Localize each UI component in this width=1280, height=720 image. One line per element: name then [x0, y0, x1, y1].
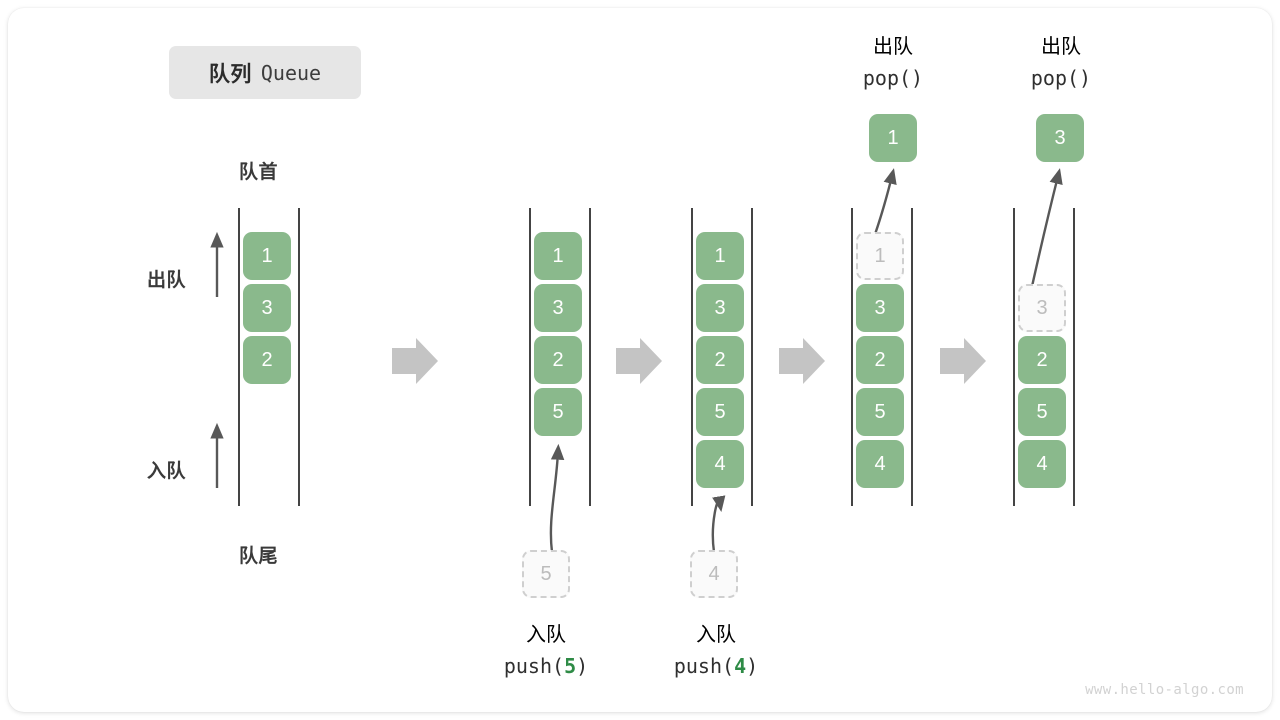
queue-element: 3 — [534, 284, 582, 332]
queue-element: 2 — [1018, 336, 1066, 384]
queue-tail-label: 队尾 — [239, 546, 279, 567]
column-5-rail-right — [1073, 208, 1075, 506]
column-5-rail-left — [1013, 208, 1015, 506]
diagram-card — [8, 8, 1272, 712]
push-4-code-post: ) — [746, 654, 759, 678]
push-4-operation-label: 入队 push(4) — [636, 620, 796, 682]
dequeue-label: 出队 — [147, 270, 187, 291]
push-5-code-post: ) — [576, 654, 589, 678]
queue-element: 2 — [243, 336, 291, 384]
column-2-rail-right — [589, 208, 591, 506]
pop-3-operation-cn: 出队 — [1041, 36, 1081, 58]
pop-1-operation-cn: 出队 — [873, 36, 913, 58]
outgoing-element-ghost: 1 — [856, 232, 904, 280]
queue-element: 5 — [534, 388, 582, 436]
outgoing-element-ghost: 3 — [1018, 284, 1066, 332]
push-5-operation-label: 入队 push(5) — [466, 620, 626, 682]
queue-element: 1 — [243, 232, 291, 280]
title-en: Queue — [260, 60, 322, 85]
queue-element: 3 — [856, 284, 904, 332]
queue-element: 5 — [1018, 388, 1066, 436]
queue-element: 3 — [696, 284, 744, 332]
column-1-rail-left — [238, 208, 240, 506]
pop-3-operation-code: pop() — [1030, 66, 1092, 90]
push-4-operation-code: push(4) — [636, 651, 796, 682]
column-4-rail-right — [911, 208, 913, 506]
push-5-operation-cn: 入队 — [526, 624, 566, 646]
queue-element: 5 — [856, 388, 904, 436]
queue-element: 1 — [696, 232, 744, 280]
column-4-rail-left — [851, 208, 853, 506]
queue-element: 2 — [696, 336, 744, 384]
pop-1-operation-label: 出队 pop() — [813, 32, 973, 94]
queue-element: 4 — [856, 440, 904, 488]
push-4-code-pre: push( — [673, 654, 735, 678]
queue-element: 3 — [243, 284, 291, 332]
column-3-rail-right — [751, 208, 753, 506]
queue-element: 5 — [696, 388, 744, 436]
title-cn: 队列 — [208, 62, 252, 86]
column-3-rail-left — [691, 208, 693, 506]
queue-element: 4 — [696, 440, 744, 488]
push-4-operation-cn: 入队 — [696, 624, 736, 646]
pop-3-operation-label: 出队 pop() — [981, 32, 1141, 94]
watermark: www.hello-algo.com — [1085, 682, 1244, 698]
push-4-code-arg: 4 — [734, 654, 747, 678]
push-5-code-pre: push( — [503, 654, 565, 678]
queue-head-label: 队首 — [239, 162, 279, 183]
column-2-rail-left — [529, 208, 531, 506]
popped-element: 3 — [1036, 114, 1084, 162]
queue-element: 2 — [856, 336, 904, 384]
queue-element: 4 — [1018, 440, 1066, 488]
pop-1-operation-code: pop() — [862, 66, 924, 90]
push-5-operation-code: push(5) — [466, 651, 626, 682]
title-badge: 队列 Queue — [169, 46, 361, 99]
column-1-rail-right — [298, 208, 300, 506]
incoming-element-ghost: 4 — [690, 550, 738, 598]
queue-element: 2 — [534, 336, 582, 384]
enqueue-label: 入队 — [147, 461, 187, 482]
push-5-code-arg: 5 — [564, 654, 577, 678]
incoming-element-ghost: 5 — [522, 550, 570, 598]
queue-element: 1 — [534, 232, 582, 280]
popped-element: 1 — [869, 114, 917, 162]
